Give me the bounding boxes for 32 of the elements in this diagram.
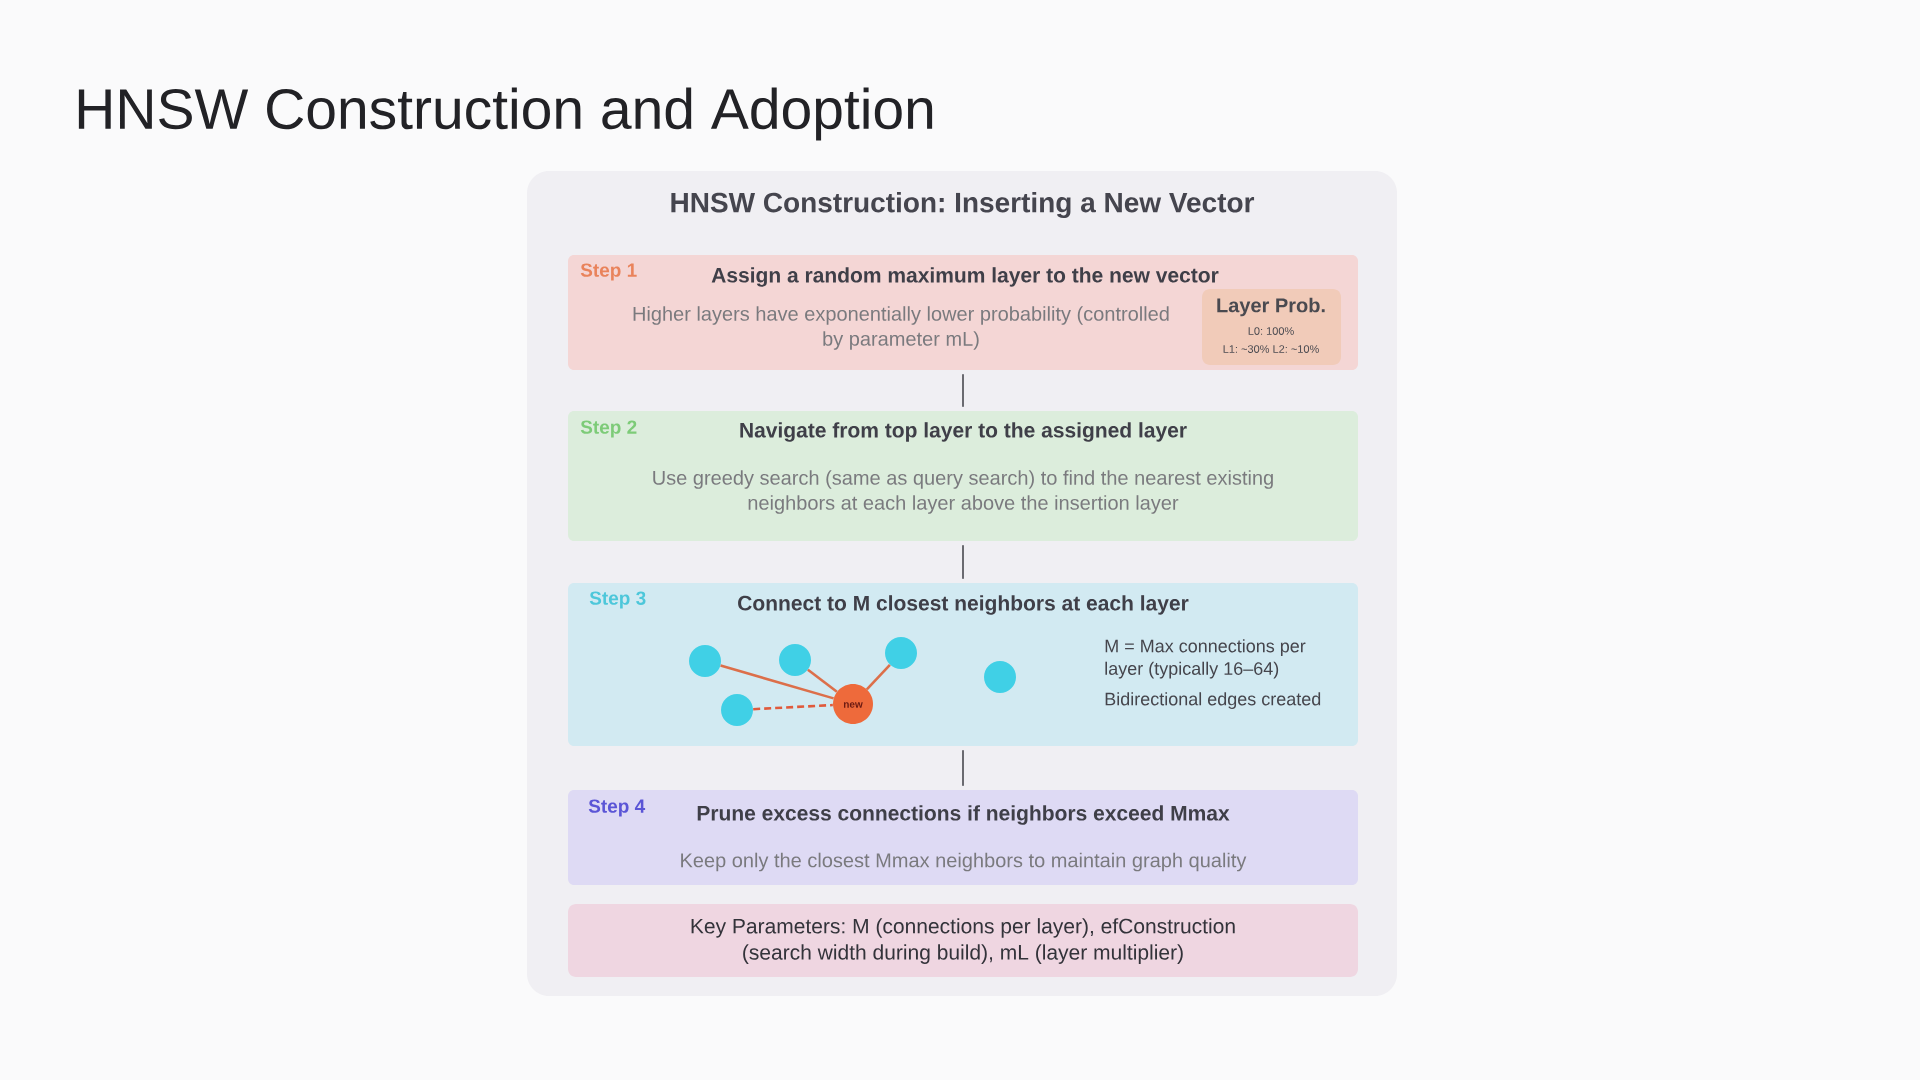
graph-node [885, 637, 917, 669]
slide-title: HNSW Construction and Adoption [78, 87, 933, 141]
graph-node [689, 645, 721, 677]
step-label: Step 3 [589, 591, 646, 609]
side-note: Bidirectional edges created [1105, 692, 1321, 709]
step-description: Higher layers have exponentially lower probability (controlled by parameter mL) [633, 306, 1169, 350]
graph-edge [807, 668, 838, 693]
graph-node [984, 661, 1016, 693]
graph-edge [720, 664, 834, 700]
step-heading: Navigate from top layer to the assigned layer [740, 422, 1187, 442]
badge-text: L0: 100% [1248, 327, 1294, 335]
step-description: Use greedy search (same as query search) to find the nearest existing neighbors at each layer above the insertion layer [653, 470, 1273, 514]
badge-heading: Layer Prob. [1217, 297, 1325, 317]
step-description: Keep only the closest Mmax neighbors to maintain graph quality [681, 852, 1247, 872]
step-heading: Prune excess connections if neighbors exceed Mmax [697, 805, 1230, 825]
graph-edge [865, 663, 891, 691]
side-note: M = Max connections per layer (typically 16–64) [1105, 639, 1306, 679]
step-label: Step 2 [580, 420, 637, 438]
panel-heading: HNSW Construction: Inserting a New Vector [671, 191, 1255, 219]
step-heading: Connect to M closest neighbors at each layer [738, 595, 1189, 615]
badge-text: L1: ~30% L2: ~10% [1223, 345, 1319, 353]
step-heading: Assign a random maximum layer to the new vector [711, 267, 1219, 287]
graph-node [779, 644, 811, 676]
step-label: Step 4 [588, 799, 646, 817]
connector-line [962, 373, 964, 408]
graph-node [721, 694, 753, 726]
step-label: Step 1 [580, 263, 637, 281]
graph-edge [753, 703, 833, 711]
connector-line [962, 749, 964, 787]
node-label: new [843, 702, 863, 708]
connector-line [962, 544, 964, 580]
parameters-text: Key Parameters: M (connections per layer), efConstruction (search width during build), mL (layer multiplier) [691, 918, 1235, 964]
